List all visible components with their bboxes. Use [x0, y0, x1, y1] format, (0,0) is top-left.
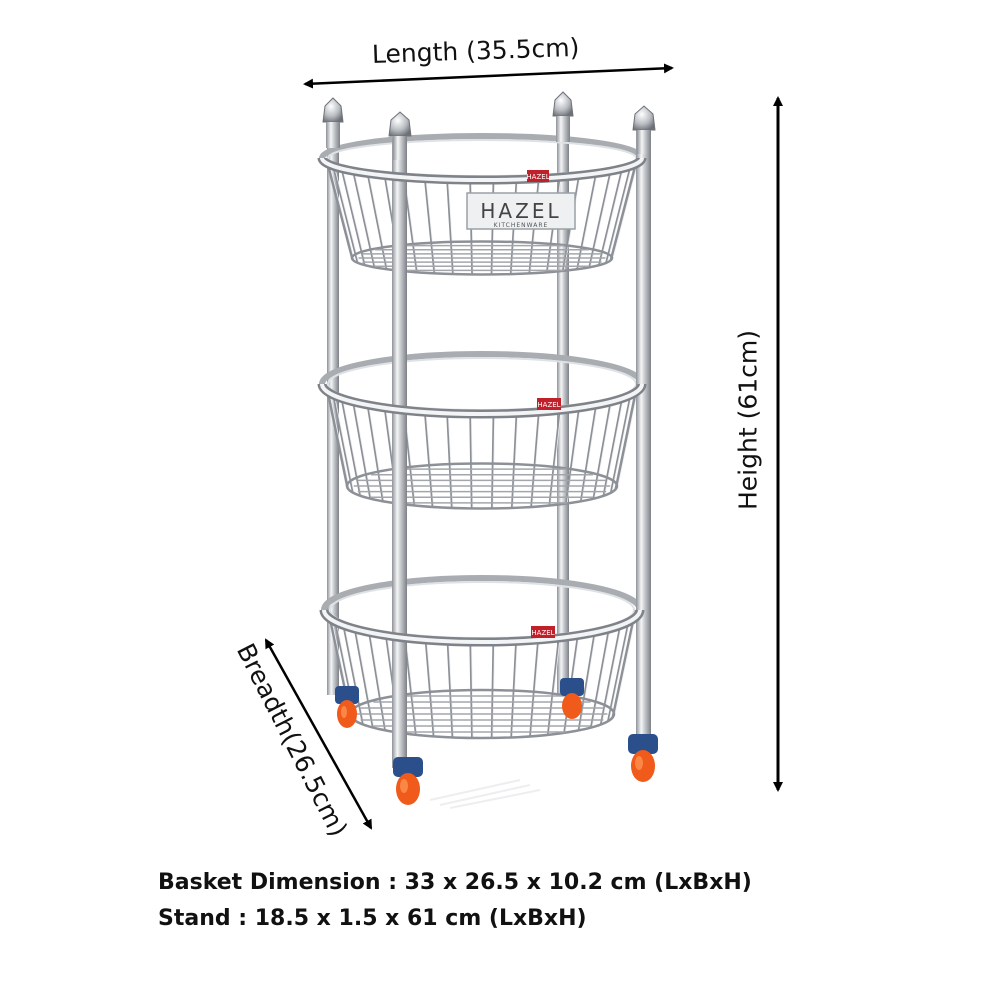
wheel-rear-right [560, 678, 584, 719]
breadth-arrow [264, 638, 373, 830]
basket-rim-highlight-1 [320, 157, 644, 182]
basket-dimension-text: Basket Dimension : 33 x 26.5 x 10.2 cm (… [158, 870, 752, 895]
basket-rim-2 [317, 383, 647, 419]
height-label: Height (61cm) [733, 329, 763, 511]
front-posts [392, 130, 651, 768]
wheel-front-right [628, 734, 658, 782]
caster-wheels [335, 678, 658, 805]
wheel-front-left [393, 757, 423, 805]
basket-rim-1 [317, 156, 647, 185]
floor-reflection [429, 779, 541, 809]
brand-tag-middle: HAZEL [537, 401, 560, 409]
front-rims [317, 156, 647, 647]
basket-rim-highlight-3 [322, 609, 642, 644]
basket-3 [321, 575, 643, 740]
brand-plate: HAZEL KITCHENWARE [466, 192, 576, 230]
basket-2 [319, 351, 645, 510]
brand-name: HAZEL [480, 199, 561, 223]
post-finials [322, 91, 656, 160]
brand-tag-bottom: HAZEL [531, 629, 554, 637]
wheel-rear-left [335, 686, 359, 728]
brand-subtitle: KITCHENWARE [494, 222, 549, 229]
length-arrow [303, 63, 674, 89]
stand-dimension-text: Stand : 18.5 x 1.5 x 61 cm (LxBxH) [158, 906, 587, 931]
brand-tag-top: HAZEL [526, 173, 549, 181]
brand-tags: HAZEL HAZEL HAZEL [526, 170, 561, 638]
basket-rim-highlight-2 [320, 383, 644, 416]
